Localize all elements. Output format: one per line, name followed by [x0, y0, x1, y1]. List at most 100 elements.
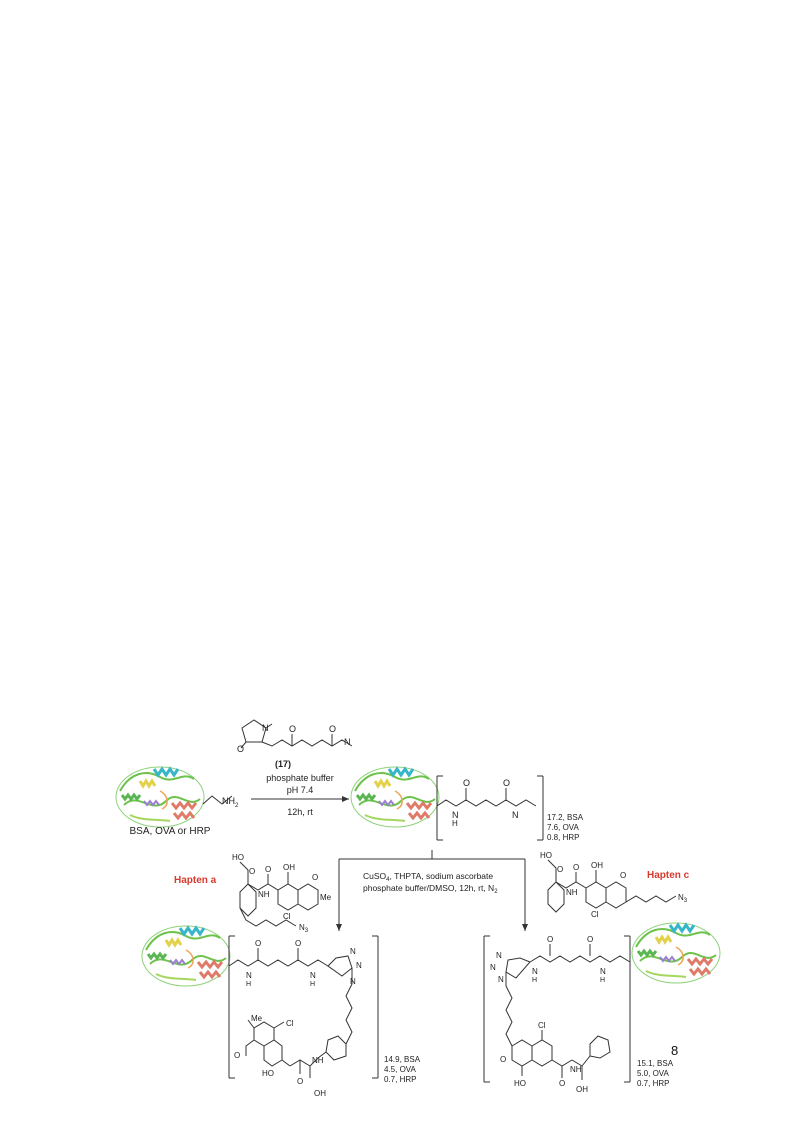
atom-label: O: [289, 724, 296, 734]
hapten-c-structure: HO O NH O OH Cl O N3: [540, 851, 688, 919]
svg-text:O: O: [295, 939, 301, 948]
svg-text:O: O: [587, 935, 593, 944]
bracket-right: [624, 935, 631, 1083]
svg-text:Cl: Cl: [538, 1021, 546, 1030]
svg-text:OH: OH: [283, 863, 295, 872]
bracket-right: [372, 935, 379, 1079]
svg-text:Cl: Cl: [286, 1019, 294, 1028]
product-c-structure: O O N H N H N N N Cl O HO NH O OH: [490, 935, 631, 1094]
protein-intermediate-image: [349, 765, 441, 829]
svg-text:HO: HO: [232, 853, 244, 862]
condition-ph: pH 7.4: [287, 785, 314, 795]
svg-text:N3: N3: [299, 923, 309, 934]
svg-text:NH: NH: [258, 890, 270, 899]
loading-ova-intermediate: 7.6, OVA: [547, 823, 580, 832]
svg-text:NH: NH: [566, 888, 578, 897]
svg-text:OH: OH: [591, 861, 603, 870]
svg-text:H: H: [600, 977, 605, 984]
hapten-c-label: Hapten c: [647, 870, 690, 881]
svg-text:O: O: [547, 935, 553, 944]
atom-label: O: [329, 724, 336, 734]
loading-hrp-product-a: 0.7, HRP: [384, 1075, 416, 1084]
loading-bsa-intermediate: 17.2, BSA: [547, 813, 584, 822]
atom-label: N: [344, 737, 351, 747]
svg-text:O: O: [573, 863, 579, 872]
svg-text:Me: Me: [251, 1014, 263, 1023]
condition-solvent: phosphate buffer/DMSO, 12h, rt, N2: [363, 883, 498, 895]
svg-text:O: O: [255, 939, 261, 948]
svg-text:H: H: [246, 981, 251, 988]
svg-text:HO: HO: [514, 1079, 526, 1088]
atom-label: O: [237, 744, 244, 754]
protein-starting-image: [114, 765, 206, 829]
compound-number: (17): [275, 759, 291, 769]
svg-text:Cl: Cl: [591, 910, 599, 919]
hapten-a-structure: HO O NH O OH Cl Me O N3: [232, 853, 332, 934]
protein-product-c-image: [630, 921, 722, 985]
svg-text:O: O: [500, 1055, 506, 1064]
svg-text:N: N: [490, 963, 496, 972]
svg-text:N: N: [350, 977, 356, 986]
loading-bsa-product-a: 14.9, BSA: [384, 1055, 421, 1064]
svg-text:O: O: [559, 1079, 565, 1088]
reagent-17-structure: O N O O N: [237, 719, 353, 754]
svg-text:O: O: [249, 867, 255, 876]
svg-text:NH2: NH2: [222, 796, 239, 809]
svg-text:O: O: [312, 873, 318, 882]
svg-text:N: N: [496, 951, 502, 960]
svg-text:OH: OH: [576, 1085, 588, 1094]
svg-text:N: N: [350, 947, 356, 956]
svg-text:N: N: [532, 967, 538, 976]
svg-text:O: O: [620, 871, 626, 880]
svg-text:N: N: [246, 971, 252, 980]
bracket-right: [537, 775, 544, 841]
amine-label: NH: [222, 796, 235, 806]
svg-text:N: N: [356, 961, 362, 970]
svg-text:N: N: [310, 971, 316, 980]
atom-label: N: [452, 810, 459, 820]
svg-text:O: O: [265, 865, 271, 874]
svg-text:N3: N3: [678, 893, 688, 904]
svg-text:HO: HO: [262, 1069, 274, 1078]
atom-label: N: [512, 810, 519, 820]
branch-connector: [339, 850, 525, 860]
bracket-left: [483, 935, 490, 1083]
amine-linker: [202, 795, 233, 805]
page-number: 8: [671, 1043, 679, 1058]
condition-buffer: phosphate buffer: [266, 773, 333, 783]
condition-copper: CuSO4, THPTA, sodium ascorbate: [363, 871, 493, 883]
svg-text:Cl: Cl: [283, 912, 291, 921]
svg-text:N: N: [600, 967, 606, 976]
protein-product-a-image: [140, 924, 232, 988]
protein-label: BSA, OVA or HRP: [130, 826, 211, 837]
loading-ova-product-c: 5.0, OVA: [637, 1069, 670, 1078]
svg-text:O: O: [297, 1077, 303, 1086]
product-a-structure: O O N H N H N N N Me Cl O HO NH O OH: [228, 939, 362, 1098]
loading-bsa-product-c: 15.1, BSA: [637, 1059, 674, 1068]
svg-text:H: H: [532, 977, 537, 984]
bracket-left: [436, 775, 443, 841]
atom-label: N: [262, 723, 269, 733]
svg-text:O: O: [234, 1051, 240, 1060]
loading-hrp-intermediate: 0.8, HRP: [547, 833, 579, 842]
hapten-a-label: Hapten a: [174, 875, 217, 886]
loading-ova-product-a: 4.5, OVA: [384, 1065, 417, 1074]
bracket-left: [228, 935, 235, 1079]
atom-label: O: [503, 778, 510, 788]
linker-chain: [436, 799, 537, 807]
svg-text:N: N: [498, 975, 504, 984]
svg-text:OH: OH: [314, 1089, 326, 1098]
loading-hrp-product-c: 0.7, HRP: [637, 1079, 669, 1088]
svg-text:NH: NH: [312, 1056, 324, 1065]
svg-text:H: H: [310, 981, 315, 988]
atom-label: H: [452, 819, 458, 828]
svg-text:Me: Me: [320, 893, 332, 902]
svg-text:O: O: [557, 865, 563, 874]
svg-text:HO: HO: [540, 851, 552, 860]
svg-text:NH: NH: [570, 1065, 582, 1074]
atom-label: O: [463, 778, 470, 788]
condition-time: 12h, rt: [287, 807, 313, 817]
amine-subscript: 2: [235, 803, 239, 809]
